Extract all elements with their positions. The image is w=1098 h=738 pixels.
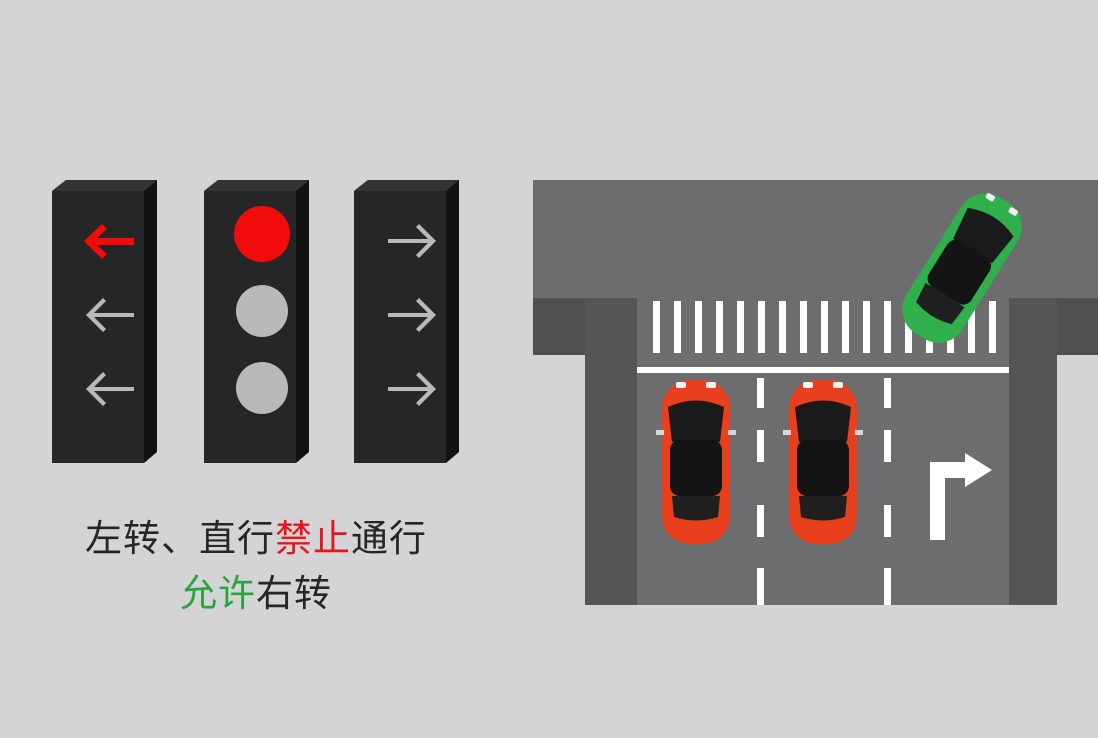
arrow-left-icon (84, 224, 134, 259)
arrow-left-icon (86, 298, 134, 332)
red-car-straight-lane (783, 380, 863, 544)
right-turn-signal (354, 180, 459, 463)
caption-text-right-turn: 右转 (256, 572, 332, 615)
caption-line-1: 左转、直行禁止通行 (70, 508, 442, 562)
right-turn-arrow-icon (930, 453, 992, 540)
circle-lamp-icon (234, 206, 290, 262)
caption-text-forbidden: 禁止 (275, 517, 351, 560)
straight-signal (204, 180, 309, 463)
circle-lamp-icon (236, 362, 288, 414)
caption-text-allowed: 允许 (180, 572, 256, 615)
signal-housing (354, 191, 446, 463)
red-car-left-lane (656, 380, 736, 544)
arrow-right-icon (388, 224, 436, 258)
arrow-left-icon (86, 372, 134, 406)
lane-divider (757, 378, 764, 605)
stop-line (637, 367, 1009, 373)
left-turn-signal (52, 180, 157, 463)
caption-line-2: 允许右转 (70, 563, 442, 617)
caption-text-pass: 通行 (351, 517, 427, 560)
arrow-right-icon (388, 298, 436, 332)
lane-divider (884, 378, 891, 605)
caption-text-left-straight: 左转、直行 (85, 517, 275, 560)
circle-lamp-icon (236, 285, 288, 337)
intersection-scene (533, 180, 1098, 605)
arrow-right-icon (388, 372, 436, 406)
